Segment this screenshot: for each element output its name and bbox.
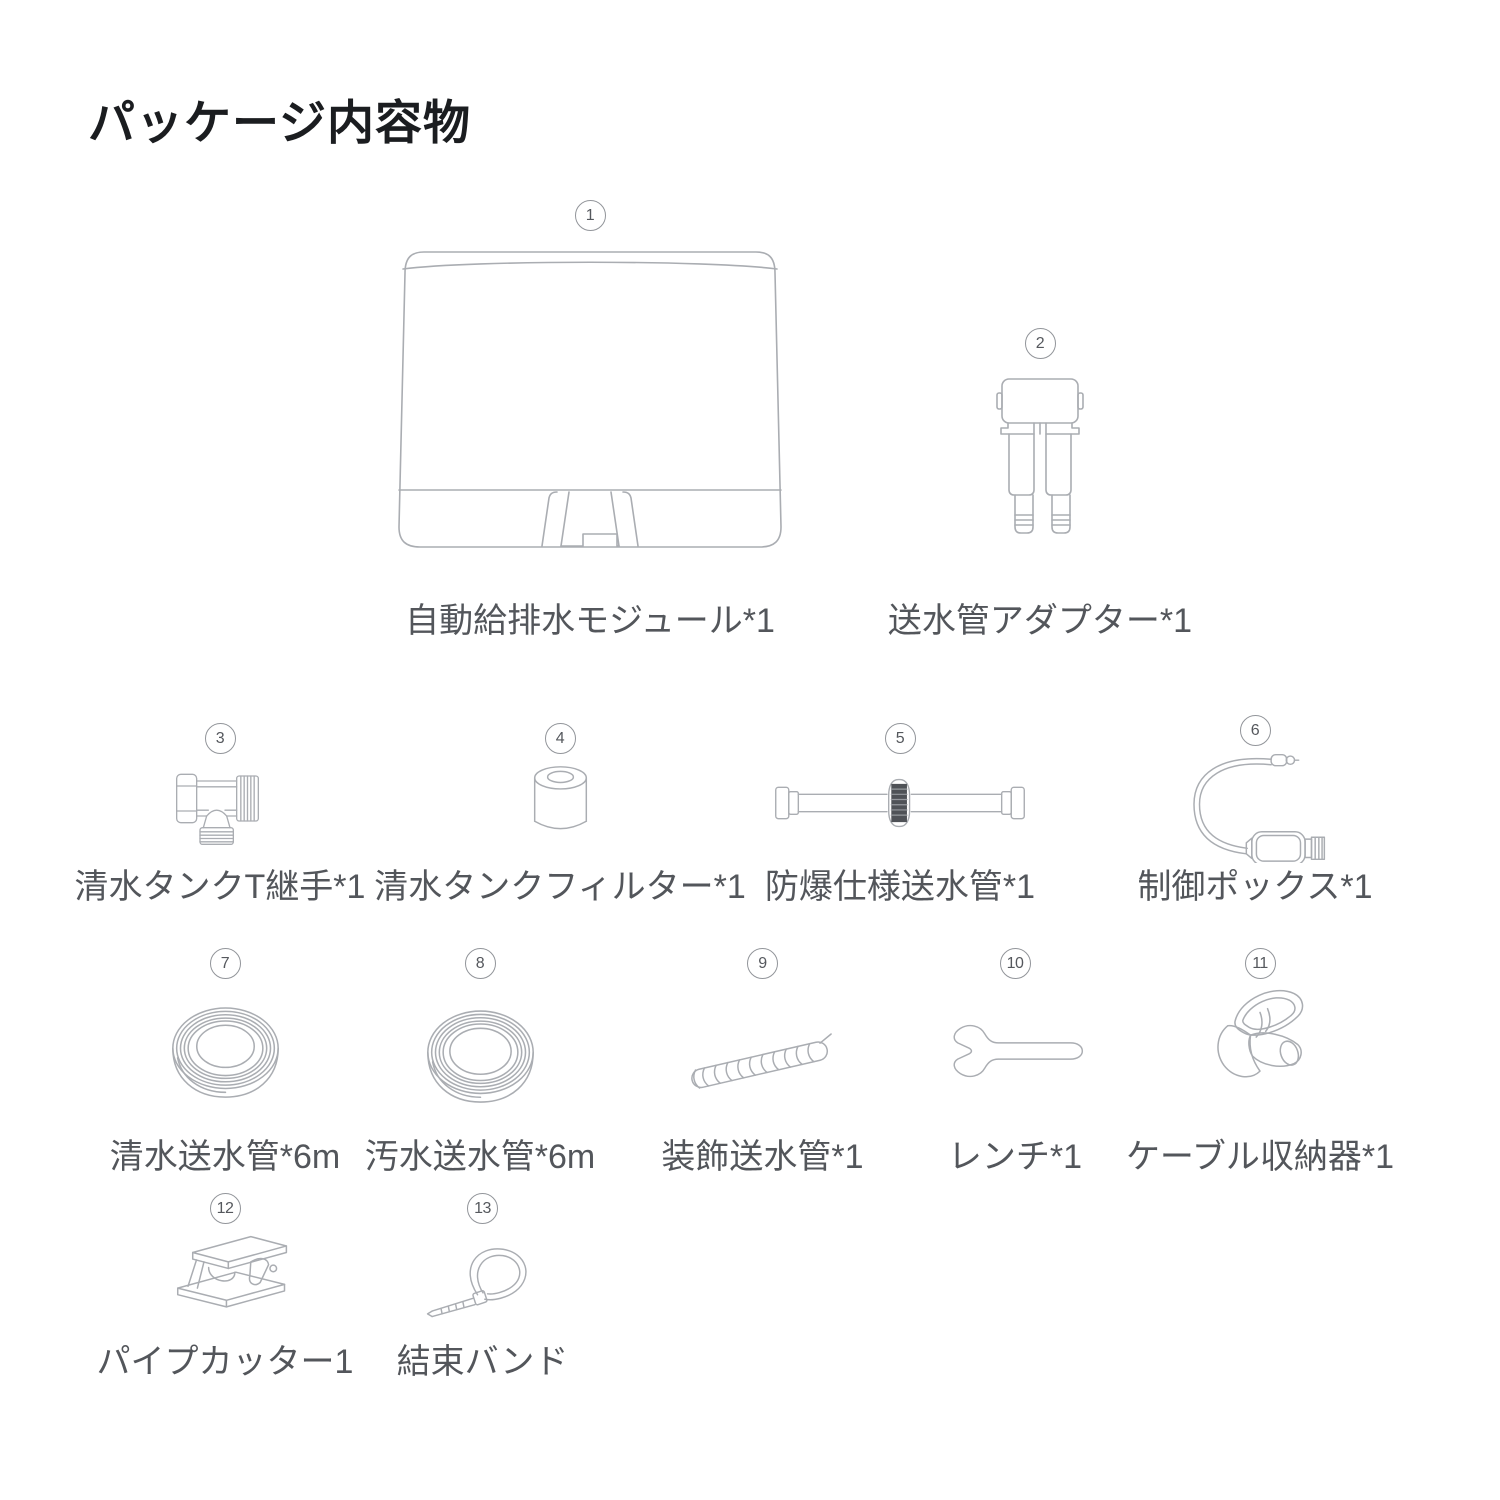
- package-item-4: 4 清水タンクフィルター*1: [374, 723, 746, 906]
- explosion-proof-hose-illustration: [775, 778, 1025, 828]
- item-label: 清水送水管*6m: [109, 1138, 341, 1176]
- water-pipe-adapter-illustration: [996, 378, 1084, 534]
- package-item-12: 12 パイプカッター1: [75, 1193, 375, 1381]
- page-title: パッケージ内容物: [88, 96, 472, 149]
- item-label: ケーブル収納器*1: [1125, 1138, 1395, 1176]
- package-item-11: 11 ケーブル収納器*1: [1110, 948, 1410, 1176]
- package-item-13: 13 結束バンド: [335, 1193, 630, 1381]
- pipe-cutter-illustration: [176, 1235, 287, 1308]
- waste-water-hose-coil-illustration: [426, 1010, 534, 1103]
- clean-tank-t-joint-illustration: [176, 773, 259, 845]
- auto-water-module-illustration: [398, 251, 782, 548]
- item-number-badge: 11: [1244, 948, 1276, 979]
- cable-organizer-illustration: [1217, 989, 1304, 1078]
- item-number-badge: 12: [209, 1193, 241, 1224]
- package-item-8: 8 汚水送水管*6m: [330, 948, 630, 1176]
- item-label: パイプカッター1: [96, 1343, 354, 1381]
- item-number-badge: 9: [747, 948, 778, 979]
- package-item-9: 9 装飾送水管*1: [610, 948, 915, 1176]
- package-item-2: 2 送水管アダプター*1: [860, 328, 1220, 640]
- item-label: 汚水送水管*6m: [364, 1138, 596, 1176]
- item-number-badge: 7: [209, 948, 241, 979]
- item-number-badge: 13: [467, 1193, 498, 1224]
- package-item-7: 7 清水送水管*6m: [75, 948, 375, 1176]
- package-item-1: 1 自動給排水モジュール*1: [330, 200, 850, 640]
- item-label: 防爆仕様送水管*1: [764, 868, 1036, 906]
- package-item-6: 6 制御ポックス*1: [1120, 715, 1390, 906]
- item-number-badge: 3: [204, 723, 236, 754]
- decorative-hose-wrap-illustration: [691, 1033, 832, 1089]
- item-number-badge: 10: [999, 948, 1031, 979]
- item-label: 清水タンクT継手*1: [74, 868, 366, 906]
- clean-water-hose-coil-illustration: [171, 1007, 279, 1098]
- wrench-illustration: [953, 1024, 1083, 1078]
- item-number-badge: 6: [1239, 715, 1271, 746]
- item-number-badge: 2: [1024, 328, 1056, 359]
- item-label: 装飾送水管*1: [661, 1138, 864, 1176]
- item-number-badge: 4: [544, 723, 576, 754]
- clean-tank-filter-illustration: [533, 766, 587, 830]
- item-number-badge: 5: [884, 723, 916, 754]
- package-item-10: 10 レンチ*1: [880, 948, 1150, 1176]
- package-item-5: 5 防爆仕様送水管*1: [745, 723, 1055, 906]
- item-label: 結束バンド: [396, 1343, 569, 1381]
- item-label: 自動給排水モジュール*1: [405, 602, 775, 640]
- item-label: 送水管アダプター*1: [887, 602, 1193, 640]
- item-label: 制御ポックス*1: [1137, 868, 1373, 906]
- cable-tie-illustration: [426, 1248, 526, 1318]
- package-item-3: 3 清水タンクT継手*1: [70, 723, 370, 906]
- item-number-badge: 1: [574, 200, 606, 231]
- control-box-illustration: [1192, 753, 1325, 863]
- item-number-badge: 8: [464, 948, 496, 979]
- item-label: レンチ*1: [947, 1138, 1083, 1176]
- item-label: 清水タンクフィルター*1: [374, 868, 746, 906]
